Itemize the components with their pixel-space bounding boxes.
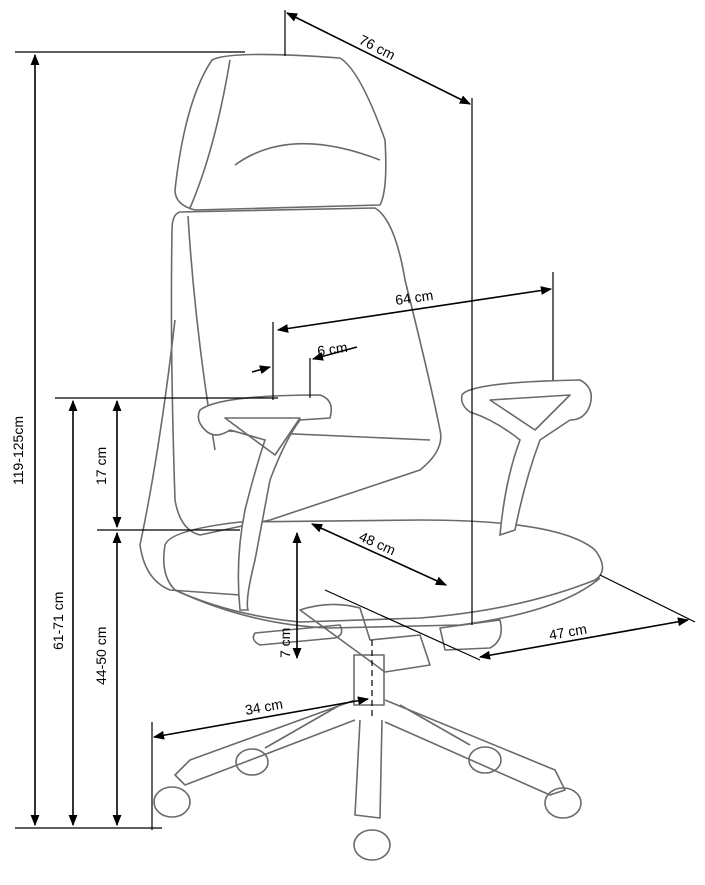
left-armrest-inner [224, 417, 301, 456]
armrest-width-line-right [311, 346, 358, 361]
width-armrests-line [276, 286, 553, 333]
height-adjust-label: 7 cm [277, 628, 293, 658]
backrest-frame [139, 319, 241, 596]
casters [153, 746, 582, 861]
width-armrests-label: 64 cm [394, 287, 434, 308]
seat-width-label: 47 cm [548, 621, 588, 643]
seat-height-label: 44-50 cm [93, 627, 109, 685]
dimension-labels: 119-125cm 61-71 cm 17 cm 44-50 cm 76 cm … [10, 31, 588, 718]
tilt-lever [252, 603, 431, 673]
seat-depth-line [310, 523, 448, 586]
base-star [174, 699, 566, 819]
base-radius-label: 34 cm [244, 696, 284, 718]
armrest-above-seat-label: 17 cm [93, 447, 109, 485]
total-height-label: 119-125cm [10, 416, 26, 485]
headrest-inner [189, 59, 231, 209]
backrest [170, 207, 442, 536]
headrest-seam [234, 142, 381, 166]
headrest [174, 53, 387, 211]
armrest-width-label: 6 cm [316, 339, 348, 359]
dimension-lines [15, 10, 696, 830]
seat-width-line [478, 617, 690, 660]
armrest-width-line-left [251, 365, 272, 375]
right-armrest-inner [489, 394, 571, 431]
chair-illustration [139, 53, 604, 861]
left-armrest [197, 394, 333, 611]
depth-line [285, 12, 472, 105]
base-radius-line [152, 696, 370, 740]
gas-lift [353, 654, 385, 706]
seat [162, 519, 604, 623]
seat-front [174, 577, 601, 629]
armrest-height-label: 61-71 cm [50, 592, 66, 650]
right-armrest [460, 379, 593, 537]
